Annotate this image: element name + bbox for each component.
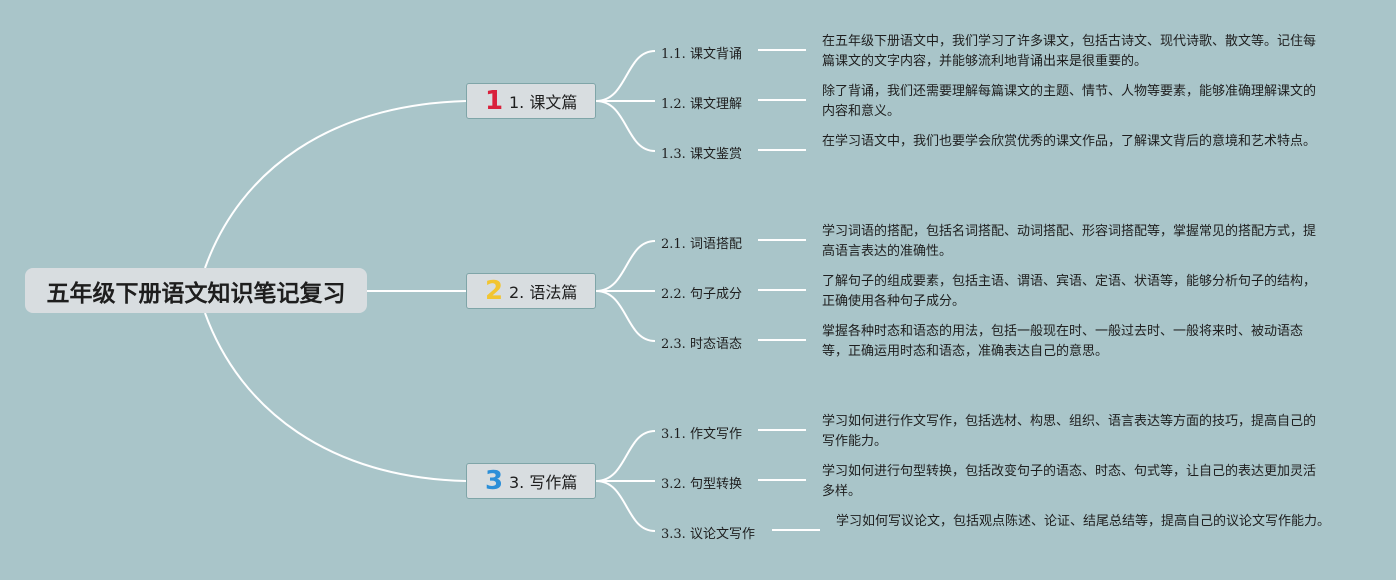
subtopic-1-3[interactable]: 1.3. 课文鉴赏 [661, 147, 742, 162]
subtopic-1-2[interactable]: 1.2. 课文理解 [661, 97, 742, 112]
description-3-1: 学习如何进行作文写作，包括选材、构思、组织、语言表达等方面的技巧，提高自己的写作… [822, 414, 1317, 449]
subtopic-3-1[interactable]: 3.1. 作文写作 [661, 427, 742, 442]
description-1-2: 除了背诵，我们还需要理解每篇课文的主题、情节、人物等要素，能够准确理解课文的内容… [822, 84, 1317, 119]
subtopic-2-3[interactable]: 2.3. 时态语态 [661, 337, 742, 352]
root-topic-label: 五年级下册语文知识笔记复习 [46, 280, 346, 307]
branch-topic-label: 3. 写作篇 [509, 473, 578, 492]
link-root-branch-1 [204, 100, 467, 269]
description-1-1: 在五年级下册语文中，我们学习了许多课文，包括古诗文、现代诗歌、散文等。记住每篇课… [822, 34, 1317, 69]
number-3-icon: 3 [485, 466, 504, 496]
branch-topic-1[interactable]: 1 1. 课文篇 [466, 83, 596, 119]
description-1-3: 在学习语文中，我们也要学会欣赏优秀的课文作品，了解课文背后的意境和艺术特点。 [822, 134, 1317, 149]
description-2-1: 学习词语的搭配，包括名词搭配、动词搭配、形容词搭配等，掌握常见的搭配方式，提高语… [822, 224, 1317, 259]
description-2-2: 了解句子的组成要素，包括主语、谓语、宾语、定语、状语等，能够分析句子的结构，正确… [822, 274, 1317, 309]
subtopic-3-2[interactable]: 3.2. 句型转换 [661, 477, 742, 492]
description-2-3: 掌握各种时态和语态的用法，包括一般现在时、一般过去时、一般将来时、被动语态等，正… [822, 324, 1304, 359]
number-2-icon: 2 [485, 276, 504, 306]
subtopic-1-1[interactable]: 1.1. 课文背诵 [661, 47, 742, 62]
root-topic[interactable]: 五年级下册语文知识笔记复习 [25, 268, 367, 313]
subtopic-2-2[interactable]: 2.2. 句子成分 [661, 287, 742, 302]
description-3-2: 学习如何进行句型转换，包括改变句子的语态、时态、句式等，让自己的表达更加灵活多样… [822, 464, 1317, 499]
link-root-branch-3 [204, 312, 467, 482]
subtopic-3-3[interactable]: 3.3. 议论文写作 [661, 527, 755, 542]
branch-topic-3[interactable]: 3 3. 写作篇 [466, 463, 596, 499]
branch-topic-2[interactable]: 2 2. 语法篇 [466, 273, 596, 309]
branch-topic-label: 1. 课文篇 [509, 93, 578, 112]
description-3-3: 学习如何写议论文，包括观点陈述、论证、结尾总结等，提高自己的议论文写作能力。 [836, 514, 1331, 529]
number-1-icon: 1 [485, 86, 504, 116]
subtopic-2-1[interactable]: 2.1. 词语搭配 [661, 237, 742, 252]
branch-topic-label: 2. 语法篇 [509, 283, 578, 302]
